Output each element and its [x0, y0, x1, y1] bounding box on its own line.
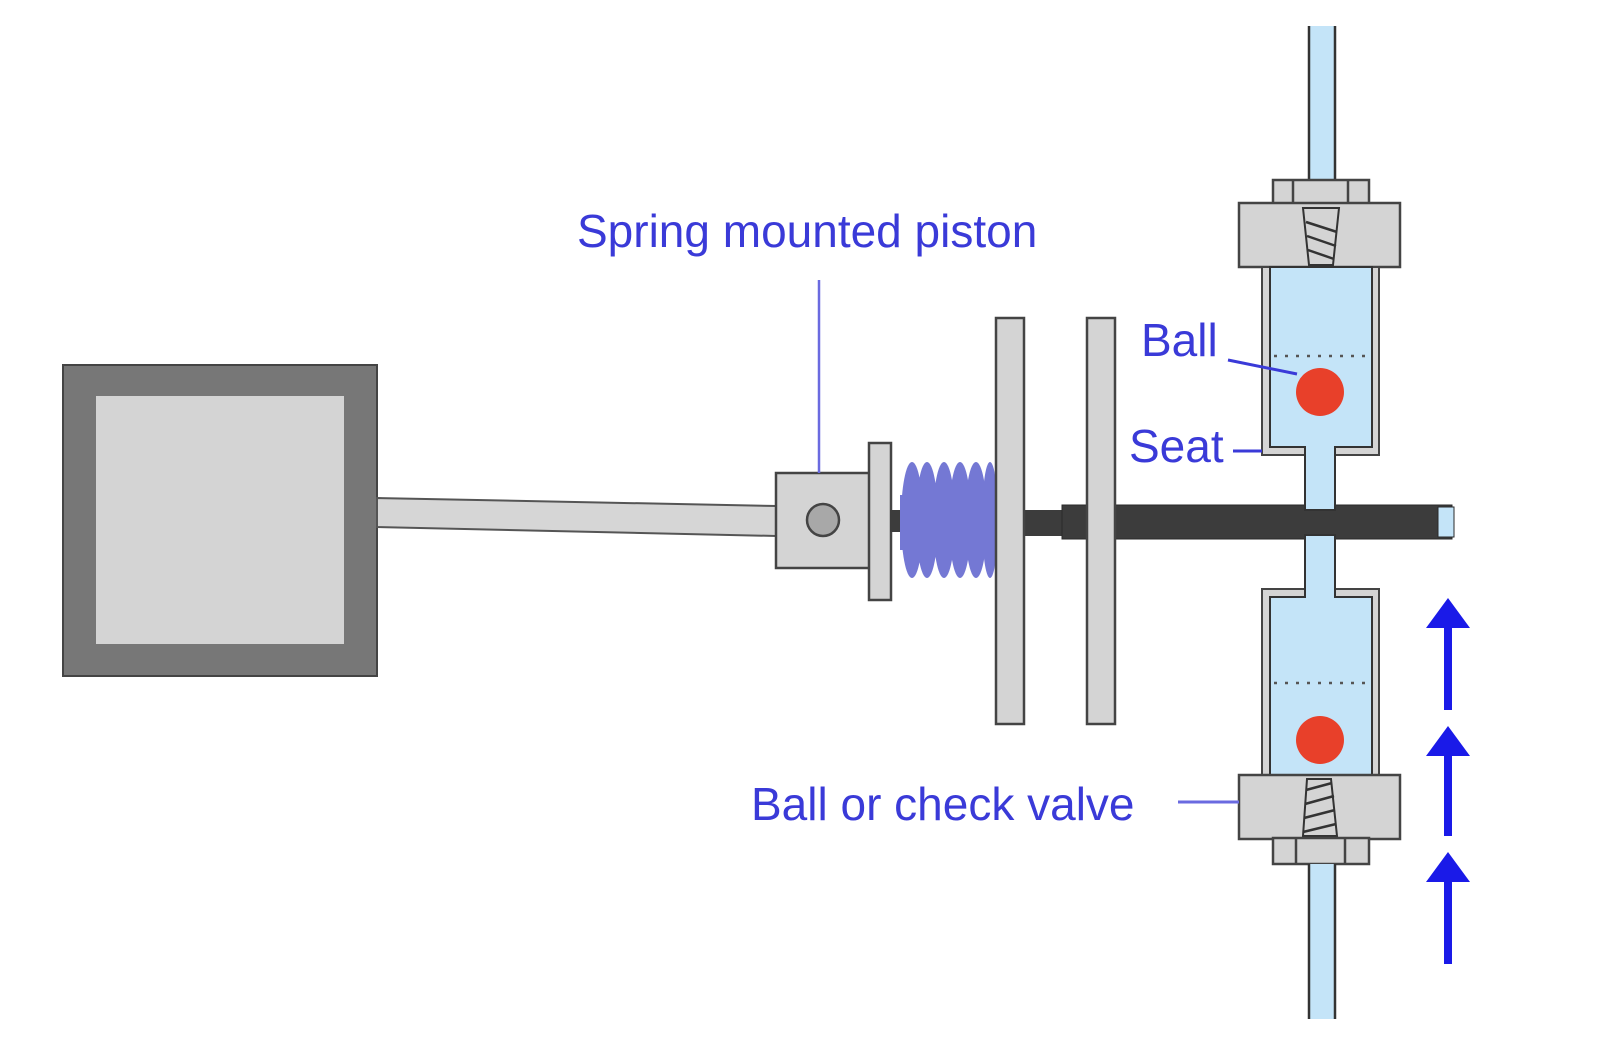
piston-flange: [867, 441, 893, 602]
flow-arrow-up-icon: [1426, 852, 1470, 964]
plate-2: [1085, 316, 1117, 726]
lower-ball: [1296, 716, 1344, 764]
connecting-rod: [376, 496, 777, 538]
flow-arrow-up-icon: [1426, 726, 1470, 836]
motor-housing: [62, 364, 378, 677]
ball-leader-line: [1227, 358, 1298, 376]
lower-pipe: [1307, 864, 1337, 1019]
label-check-valve: Ball or check valve: [751, 778, 1135, 830]
label-seat: Seat: [1129, 420, 1224, 472]
upper-pipe: [1307, 26, 1337, 182]
spring: [900, 462, 998, 578]
pivot-pin: [805, 502, 841, 538]
label-ball: Ball: [1141, 314, 1218, 366]
plate-1: [994, 316, 1026, 726]
upper-ball: [1296, 368, 1344, 416]
upper-valve: [1237, 178, 1402, 511]
label-spring-mounted-piston: Spring mounted piston: [577, 205, 1037, 257]
flow-arrows: [1426, 598, 1470, 964]
pivot-block: [774, 471, 873, 570]
lower-valve: [1237, 534, 1402, 866]
flow-arrow-up-icon: [1426, 598, 1470, 710]
plunger-rod: [1023, 504, 1455, 540]
